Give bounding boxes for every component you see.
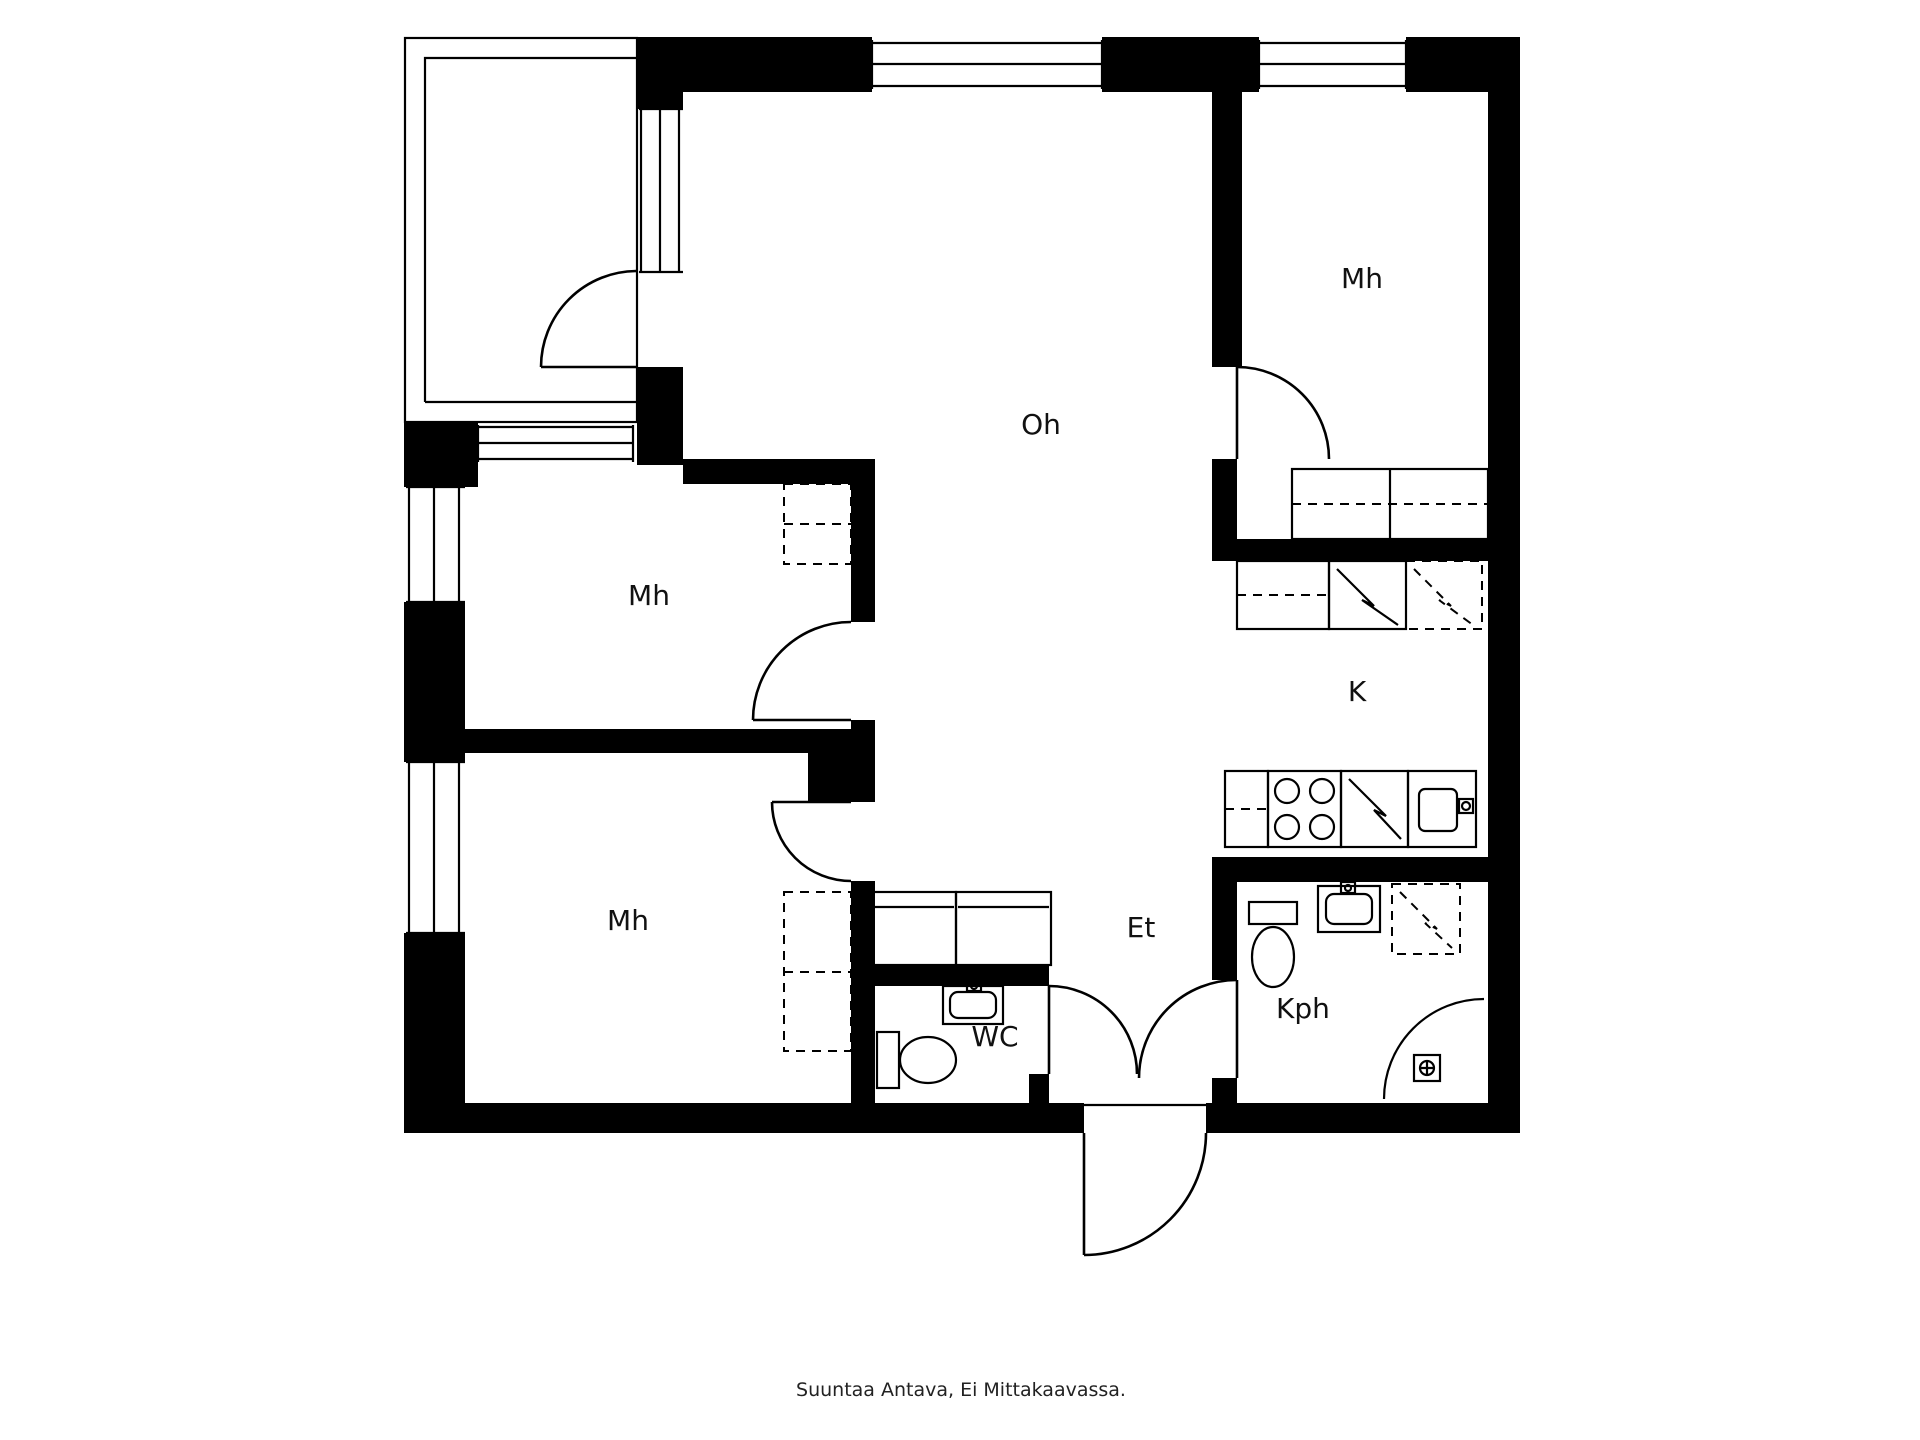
living-bedroom-wall — [683, 459, 875, 484]
left-wall-top-block — [404, 422, 478, 487]
bedroom-right-door — [1235, 365, 1331, 460]
walls — [404, 37, 1520, 1133]
left-wall-bottom-block — [404, 933, 465, 1133]
washing-machine-icon — [1391, 883, 1461, 955]
counter — [1223, 769, 1270, 849]
room-label-living: Oh — [1021, 408, 1061, 441]
wc-door — [1047, 984, 1139, 1075]
kitchen-sink-icon — [1406, 769, 1478, 849]
window-top-1 — [870, 40, 1104, 89]
wc-toilet-icon — [875, 1030, 958, 1090]
room-label-kitchen: K — [1348, 675, 1367, 708]
wardrobe-bedroom-left-lower — [783, 891, 852, 1052]
balcony-wall-bottom — [637, 367, 683, 465]
wardrobe-bedroom-left-upper — [783, 483, 852, 565]
left-wall-mid-block — [404, 602, 465, 762]
wc-top-wall — [875, 965, 1049, 986]
room-label-wc: WC — [971, 1020, 1018, 1053]
bedroom-right-wall-upper — [1212, 37, 1242, 367]
balcony-wall-top — [637, 92, 683, 109]
bedroom-divider-wall — [465, 729, 808, 753]
bathroom-sink-icon — [1316, 880, 1382, 934]
bathroom-toilet-icon — [1247, 900, 1299, 989]
bathroom-top-wall — [1212, 857, 1520, 882]
shower-corner-icon — [1382, 997, 1485, 1100]
bedroom-left-upper-door — [751, 620, 852, 722]
room-label-bathroom: Kph — [1276, 992, 1330, 1025]
bedroom-junction-block — [808, 729, 875, 802]
bedroom-kitchen-wall — [1212, 539, 1488, 561]
floor-drain-icon — [1412, 1053, 1442, 1083]
balcony-door — [539, 269, 638, 369]
balcony-outline — [403, 36, 639, 424]
stove-icon — [1266, 769, 1343, 849]
entrance-door — [1082, 1103, 1208, 1257]
bedroom-wall-lower — [851, 881, 875, 1103]
dishwasher-icon — [1339, 769, 1410, 849]
bathroom-left-wall-lower — [1212, 1078, 1237, 1103]
balcony — [403, 36, 639, 424]
bathroom-door — [1137, 978, 1239, 1079]
bedroom-left-lower-door — [770, 800, 852, 883]
fridge-icon — [1327, 559, 1408, 631]
doors — [539, 269, 1331, 1257]
kitchen-fixtures — [1223, 559, 1483, 849]
right-wall — [1488, 37, 1520, 1133]
window-left-1 — [406, 485, 465, 604]
bathroom-left-wall-upper — [1212, 882, 1237, 980]
wc-sink-icon — [941, 979, 1005, 1026]
wardrobe-bedroom-right — [1290, 467, 1490, 541]
bottom-wall-left — [404, 1103, 1084, 1133]
upper-cabinets — [1235, 559, 1331, 631]
wardrobes — [783, 467, 1490, 1052]
wc-right-wall — [1029, 1074, 1049, 1103]
bedroom-wall-upper — [851, 484, 875, 622]
window-balcony-living — [639, 107, 683, 274]
window-balcony-bedroom — [476, 425, 635, 462]
bottom-wall-right — [1206, 1103, 1520, 1133]
room-label-bedroom-right: Mh — [1341, 262, 1383, 295]
bedroom-wall-stub — [851, 720, 875, 731]
windows — [406, 40, 1408, 935]
bathroom-fixtures — [1247, 880, 1485, 1100]
balcony-inner-glazing — [423, 56, 637, 404]
entry-closet — [859, 890, 1053, 967]
room-label-bedroom-left-lower: Mh — [607, 904, 649, 937]
window-top-2 — [1257, 40, 1408, 89]
top-wall-left — [637, 37, 872, 92]
room-labels: Oh Mh Mh Mh K Et WC Kph — [607, 262, 1383, 1053]
freezer-icon — [1405, 560, 1483, 630]
wc-fixtures — [875, 979, 1005, 1090]
footer-disclaimer: Suuntaa Antava, Ei Mittakaavassa. — [796, 1379, 1126, 1401]
room-label-bedroom-left-upper: Mh — [628, 579, 670, 612]
room-label-entry: Et — [1127, 911, 1156, 944]
window-left-2 — [406, 760, 465, 935]
